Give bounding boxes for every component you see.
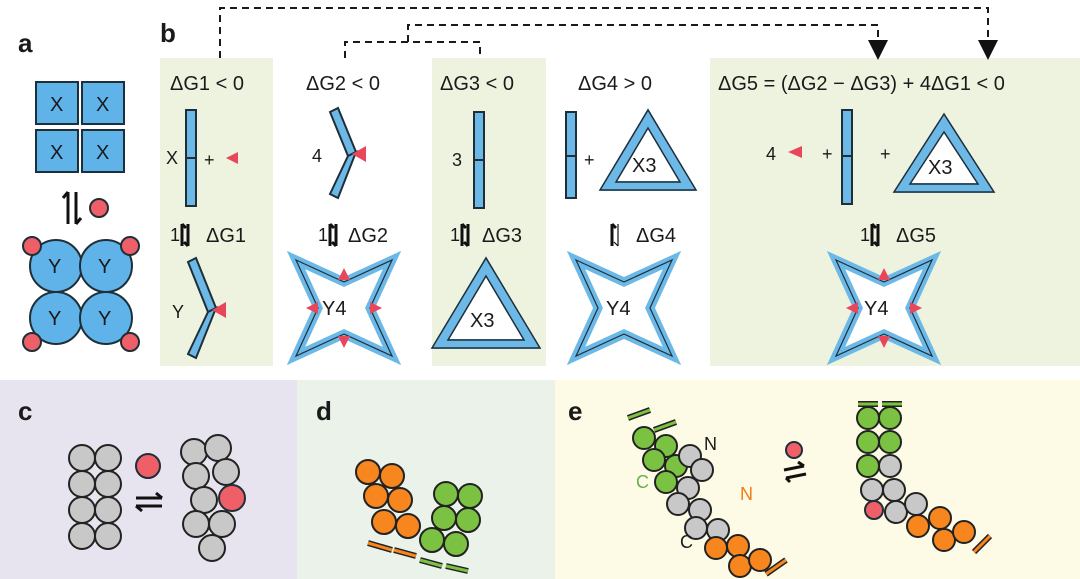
plus-sign: +	[204, 150, 215, 170]
red-ligand	[226, 152, 238, 164]
panel-label-c: c	[18, 396, 32, 426]
red-ligand	[370, 302, 382, 314]
panel-label-a: a	[18, 28, 33, 58]
x-box-label: X	[50, 142, 63, 164]
label-n-orange: N	[740, 484, 753, 504]
red-ligand	[910, 302, 922, 314]
equation-g2: ΔG2 < 0	[306, 73, 380, 95]
panel-d	[355, 459, 483, 574]
eq-arrow-3-coef: 1	[450, 225, 460, 245]
equation-g4: ΔG4 > 0	[578, 73, 652, 95]
dashed-connector-g1-g5	[219, 7, 998, 60]
red-ligand	[338, 336, 350, 348]
red-ligand	[785, 441, 803, 459]
panel-c	[68, 434, 246, 562]
panel-label-b: b	[160, 18, 176, 48]
x-box-label: X	[50, 94, 63, 116]
arrow-label-g5: ΔG5	[896, 225, 936, 247]
red-ligand	[212, 302, 226, 318]
equation-g5: ΔG5 = (ΔG2 − ΔG3) + 4ΔG1 < 0	[718, 73, 1005, 95]
panel-e: N C N C	[626, 401, 993, 578]
panel-label-e: e	[568, 396, 582, 426]
panel-label-d: d	[316, 396, 332, 426]
red-ligand	[864, 500, 884, 520]
panel-e-background	[555, 380, 1080, 579]
x-box	[81, 81, 125, 125]
column-1: X + 1 ΔG1 Y	[166, 109, 246, 360]
dashed-bracket-g2-g3	[344, 41, 481, 58]
column-3: 3 1 ΔG3 X3	[430, 111, 542, 349]
arrow-label-g1: ΔG1	[206, 225, 246, 247]
red-ligand	[120, 236, 140, 256]
column-2: 4 1 ΔG2 Y4	[286, 106, 402, 366]
eq-arrow-2-coef: 1	[318, 225, 328, 245]
y-circle-label: Y	[48, 308, 61, 330]
x-box	[81, 129, 125, 173]
x-box	[35, 129, 79, 173]
column-4: + X3 ΔG4 Y4	[565, 108, 698, 366]
plus-sign: +	[822, 144, 833, 164]
y-circle-label: Y	[98, 256, 111, 278]
plus-sign: +	[584, 150, 595, 170]
red-ligand	[22, 332, 42, 352]
red-ligand	[306, 302, 318, 314]
bent-rod-lower	[328, 149, 358, 200]
rod-label: X	[166, 148, 178, 168]
red-ligand	[135, 453, 161, 479]
triangle-label: X3	[632, 155, 656, 177]
coefficient-4: 4	[312, 146, 322, 166]
panel-c-background	[0, 380, 297, 579]
red-ligand	[878, 268, 890, 280]
y-circle-label: Y	[98, 308, 111, 330]
coefficient-3: 3	[452, 150, 462, 170]
red-ligand	[338, 268, 350, 280]
bent-rod-upper	[328, 106, 358, 158]
arrow-label-g4: ΔG4	[636, 225, 676, 247]
product-label: Y4	[322, 298, 346, 320]
x-box-label: X	[96, 142, 109, 164]
panel-b1-background	[160, 58, 273, 366]
product-label: Y4	[864, 298, 888, 320]
x-box	[35, 81, 79, 125]
red-ligand	[120, 332, 140, 352]
x-box-label: X	[96, 94, 109, 116]
panel-a: X X X X Y Y Y Y	[22, 81, 140, 352]
dashed-connector-g2g3-g5	[407, 24, 888, 60]
red-ligand	[788, 146, 802, 158]
red-ligand	[878, 336, 890, 348]
red-ligand	[22, 236, 42, 256]
label-n: N	[704, 434, 717, 454]
y-circle	[79, 291, 133, 345]
coefficient-4: 4	[766, 144, 776, 164]
y-circle-label: Y	[48, 256, 61, 278]
red-ligand	[352, 146, 366, 162]
red-ligand	[89, 198, 109, 218]
product-label: Y	[172, 302, 184, 322]
label-c-black: C	[680, 532, 693, 552]
equilibrium-arrow-up	[61, 191, 70, 224]
arrow-label-g3: ΔG3	[482, 225, 522, 247]
equilibrium-arrow-down	[74, 192, 83, 225]
arrow-label-g2: ΔG2	[348, 225, 388, 247]
product-label: X3	[470, 310, 494, 332]
eq-arrow-1-coef: 1	[170, 225, 180, 245]
product-label: Y4	[606, 298, 630, 320]
equation-g1: ΔG1 < 0	[170, 73, 244, 95]
red-ligand	[846, 302, 858, 314]
equation-g3: ΔG3 < 0	[440, 73, 514, 95]
column-5: 4 + + X3 1 ΔG5 Y4	[766, 109, 996, 366]
label-c: C	[636, 472, 649, 492]
triangle-label: X3	[928, 157, 952, 179]
eq-arrow-5-coef: 1	[860, 225, 870, 245]
plus-sign: +	[880, 144, 891, 164]
